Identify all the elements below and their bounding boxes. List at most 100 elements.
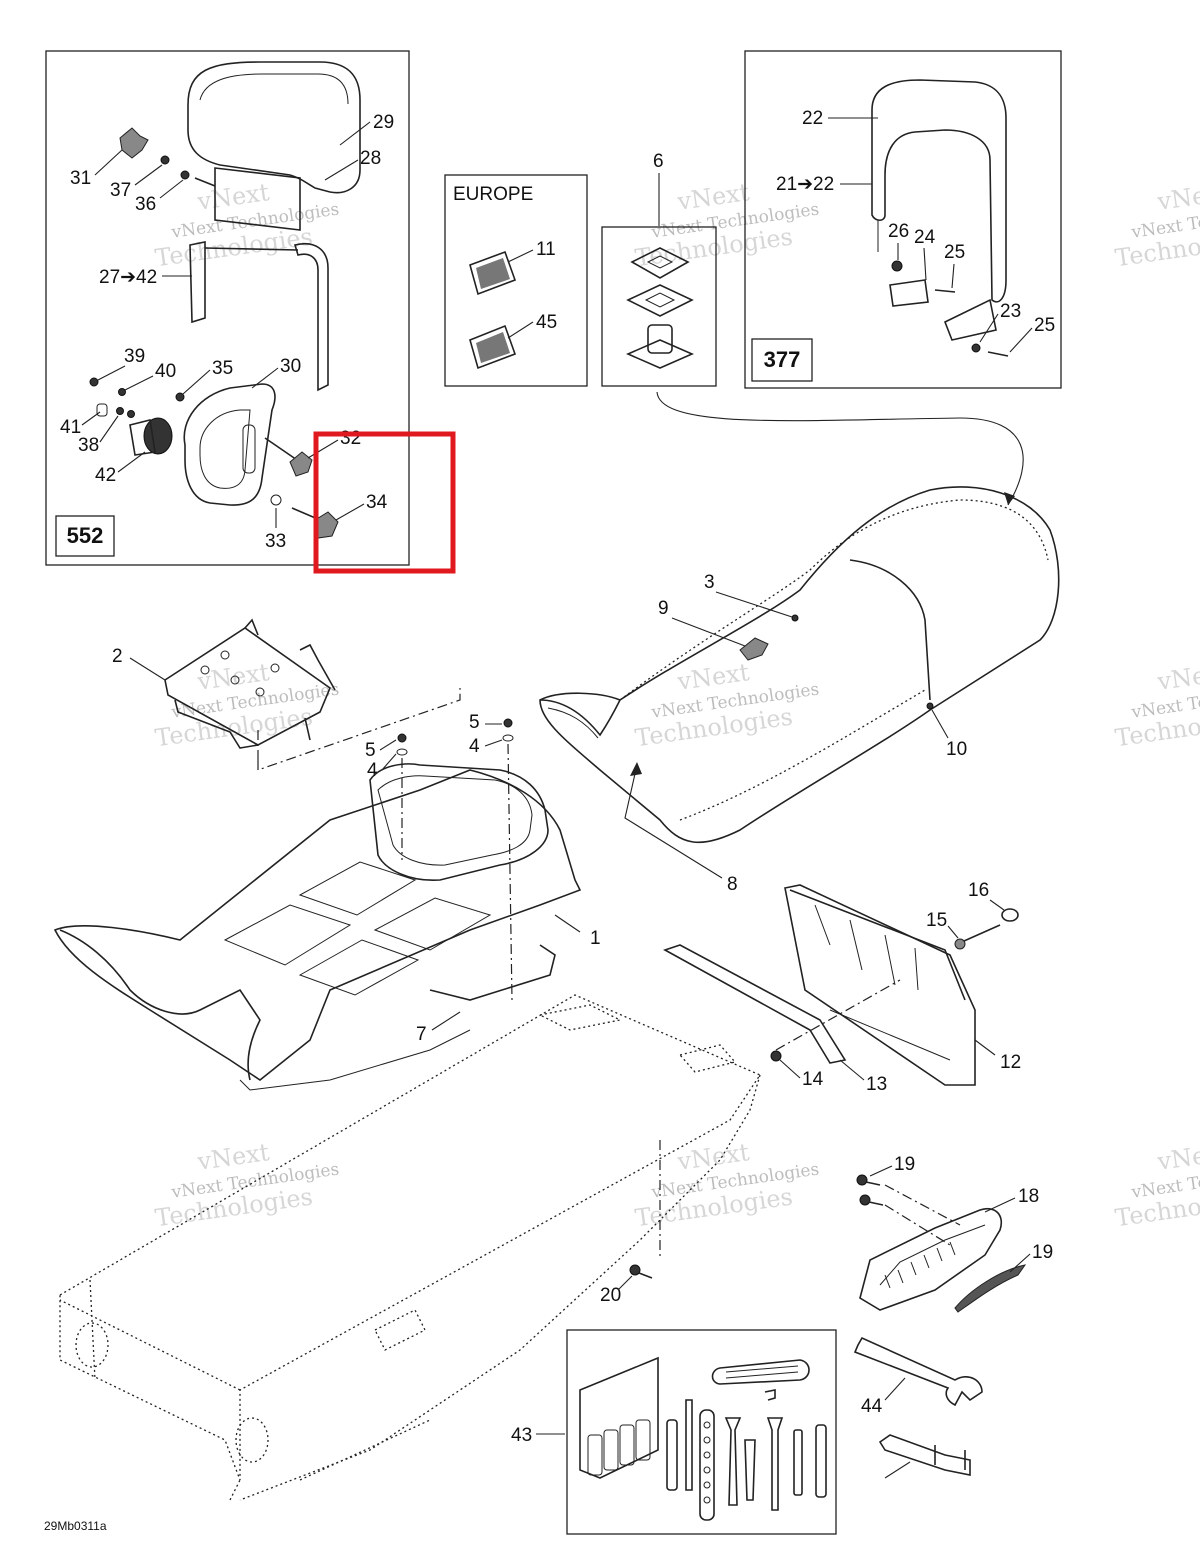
seat: 3 9 10 8 (539, 486, 1060, 895)
callout-1: 1 (590, 928, 601, 949)
callout-31: 31 (70, 168, 91, 189)
callout-17: 18 (1018, 1186, 1039, 1207)
inset-number-box (55, 515, 115, 557)
watermark: vNext vNext Technologies Technologies (1113, 178, 1200, 272)
pin-15: 15 16 (926, 880, 1019, 950)
callout-19b: 20 (600, 1285, 621, 1306)
hardware-4-5: 5 4 5 4 (365, 712, 514, 1001)
callout-4b: 4 (469, 736, 480, 757)
watermark: vNext vNext Technologies Technologies (153, 178, 340, 272)
callout-29: 29 (373, 112, 394, 133)
callout-7: 7 (416, 1024, 427, 1045)
callout-36: 36 (135, 194, 156, 215)
callout-35: 35 (212, 358, 233, 379)
handle-17: 18 19 (859, 1186, 1053, 1313)
inset-frame (45, 50, 410, 566)
seat-latch-icon (739, 637, 769, 661)
callout-45: 45 (536, 312, 557, 333)
callout-41: 41 (60, 417, 81, 438)
callout-6: 6 (653, 151, 664, 172)
callout-19a: 19 (894, 1154, 915, 1175)
nut-icon (180, 170, 190, 180)
inset-frame (566, 1329, 837, 1535)
tunnel (59, 994, 761, 1501)
svg-text:vNext: vNext (1155, 1138, 1200, 1176)
screws-19: 19 20 (600, 1140, 961, 1306)
callout-26: 26 (888, 221, 909, 242)
callout-33: 33 (265, 531, 286, 552)
callout-5a: 5 (365, 740, 376, 761)
callout-24: 24 (914, 227, 936, 248)
inset-frame (444, 174, 588, 387)
watermark: vNext vNext Technologies Technologies (633, 178, 820, 272)
highlight-box (313, 431, 456, 574)
backrest-bracket (214, 167, 301, 231)
callout-32: 32 (340, 428, 361, 449)
callout-18: 19 (1032, 1242, 1053, 1263)
leader-curve (656, 391, 1024, 506)
callout-39: 39 (124, 346, 145, 367)
tunnel-frame-1: 1 7 (53, 763, 601, 1091)
reflector-18-icon (954, 1264, 1027, 1313)
watermark: vNext vNext Technologies Technologies (633, 1138, 820, 1232)
watermark: vNext vNext Technologies Technologies (153, 1138, 340, 1232)
callout-23: 23 (1000, 301, 1021, 322)
callout-9: 9 (658, 598, 669, 619)
backrest-pad (871, 79, 1007, 303)
callout-11: 11 (536, 239, 556, 260)
callout-38: 38 (78, 435, 99, 456)
seat-cushion (539, 486, 1060, 844)
washer-icon (160, 155, 170, 165)
callout-20: 43 (511, 1425, 532, 1446)
callout-37: 37 (110, 180, 131, 201)
callout-3: 3 (704, 572, 715, 593)
callout-30: 30 (280, 356, 301, 377)
bracket-44 (878, 1434, 971, 1479)
callout-5b: 5 (469, 712, 480, 733)
toolkit-box: 43 (511, 1329, 837, 1535)
inset-box-377: 377 22 21➔22 26 24 25 23 25 (744, 50, 1062, 389)
callout-40: 40 (155, 361, 176, 382)
bolt-icon (194, 177, 216, 187)
support-arm (189, 241, 329, 392)
callout-10: 10 (946, 739, 967, 760)
callout-2: 2 (112, 646, 123, 667)
knob-icon (119, 127, 149, 159)
callout-21: 21➔22 (776, 174, 834, 195)
svg-text:vNext: vNext (1155, 658, 1200, 696)
roller-icon (143, 417, 173, 455)
inset-frame (744, 50, 1062, 389)
callout-14: 14 (802, 1069, 824, 1090)
inset-box-europe: EUROPE 11 45 (444, 174, 588, 387)
watermark: vNext vNext Technologies Technologies (1113, 1138, 1200, 1232)
callout-34: 34 (366, 492, 388, 513)
callout-42: 42 (95, 465, 116, 486)
callout-25a: 25 (944, 242, 965, 263)
callout-13: 13 (866, 1074, 887, 1095)
callout-15: 15 (926, 910, 947, 931)
handle-bracket (183, 383, 276, 506)
callout-12: 12 (1000, 1052, 1021, 1073)
inset-box-552: 552 29 28 (45, 50, 410, 566)
diagram-reference: 29Mb0311a (44, 1519, 107, 1533)
wrench-43: 44 (853, 1336, 983, 1417)
callout-22: 22 (802, 108, 823, 129)
inset-frame (601, 226, 717, 387)
watermark-group: vNext vNext Technologies Technologies vN… (153, 178, 1200, 1232)
guard-13: 13 14 (663, 944, 887, 1095)
reflector-11-icon (469, 250, 517, 296)
reflector-45-icon (469, 324, 517, 370)
watermark: vNext vNext Technologies Technologies (633, 658, 820, 752)
callout-27: 27➔42 (99, 267, 157, 288)
callout-25b: 25 (1034, 315, 1055, 336)
callout-4a: 4 (367, 760, 378, 781)
watermark: vNext vNext Technologies Technologies (1113, 658, 1200, 752)
inset-box-switch: 6 (601, 151, 717, 387)
bracket-2: 2 (112, 618, 336, 749)
rear-flap-12: 12 (784, 884, 1021, 1086)
inset-number-box (751, 338, 813, 382)
callout-8: 8 (727, 874, 738, 895)
backrest-pad (187, 61, 361, 194)
svg-text:vNext: vNext (1155, 178, 1200, 216)
